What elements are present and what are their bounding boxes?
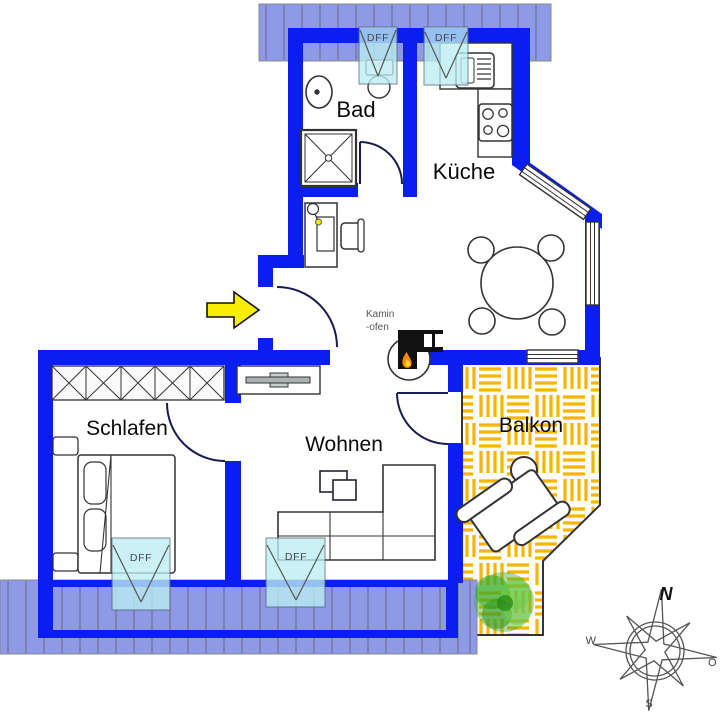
windows bbox=[518, 163, 600, 364]
dining-table bbox=[480, 246, 554, 320]
roof-band-bottom bbox=[0, 579, 478, 655]
roof-windows: DFF DFF DFF DFF bbox=[111, 26, 469, 611]
window-east bbox=[585, 221, 600, 306]
roof-window-bath: DFF bbox=[358, 26, 398, 85]
desk-area bbox=[304, 202, 365, 268]
compass-north-label: N bbox=[660, 584, 674, 604]
walls bbox=[38, 28, 602, 638]
compass-rose: N W O S bbox=[586, 584, 717, 711]
wood-stove bbox=[387, 330, 444, 381]
roof-overhang-bottom bbox=[0, 579, 478, 655]
desk-chair-icon bbox=[340, 218, 365, 253]
compass-west-label: W bbox=[586, 635, 597, 647]
entrance-arrow-icon bbox=[206, 290, 261, 330]
nightstand-top bbox=[52, 436, 79, 456]
room-label-wohnen: Wohnen bbox=[305, 433, 383, 456]
balcony-door bbox=[526, 349, 579, 364]
sideboard-tv bbox=[236, 365, 321, 395]
wardrobe bbox=[51, 365, 225, 401]
dining-chair bbox=[468, 307, 496, 335]
living-door bbox=[396, 392, 449, 445]
entrance-door bbox=[276, 286, 338, 348]
roof-window-kitchen: DFF bbox=[423, 26, 469, 86]
desk-monitor bbox=[316, 216, 335, 252]
room-label-kueche: Küche bbox=[433, 159, 495, 184]
dining-chair bbox=[537, 234, 565, 262]
roof-band-bottom-ticks bbox=[7, 581, 471, 653]
desk-lamp-icon bbox=[306, 202, 320, 216]
room-label-balkon: Balkon bbox=[499, 414, 563, 437]
window-diagonal bbox=[518, 163, 592, 221]
dining-set bbox=[467, 234, 566, 336]
compass-south-label: S bbox=[645, 698, 652, 710]
room-label-schlafen: Schlafen bbox=[86, 417, 168, 440]
roof-window-bedroom: DFF bbox=[111, 537, 171, 611]
dff-label: DFF bbox=[130, 552, 152, 564]
room-label-bad: Bad bbox=[336, 97, 375, 122]
door-arcs bbox=[166, 141, 449, 462]
dff-label: DFF bbox=[435, 32, 457, 44]
coffee-table-icon bbox=[319, 470, 357, 501]
stove-icon bbox=[478, 103, 513, 142]
dining-chair bbox=[538, 308, 566, 336]
plant-icon bbox=[474, 572, 534, 632]
roof-window-living: DFF bbox=[265, 537, 326, 608]
dff-label: DFF bbox=[285, 551, 307, 563]
shower-icon bbox=[299, 128, 358, 188]
washbasin-icon bbox=[305, 75, 333, 109]
kaminofen-label-line2: -ofen bbox=[366, 322, 389, 333]
bath-door bbox=[359, 141, 403, 185]
nightstand-bottom bbox=[52, 552, 79, 572]
bedroom-door bbox=[166, 402, 226, 462]
compass-east-label: O bbox=[708, 657, 717, 669]
dff-label: DFF bbox=[367, 32, 389, 44]
dining-chair bbox=[467, 236, 495, 264]
living-furniture bbox=[236, 365, 436, 561]
lounger-icon bbox=[455, 469, 571, 553]
kaminofen-label-line1: Kamin bbox=[366, 309, 394, 320]
